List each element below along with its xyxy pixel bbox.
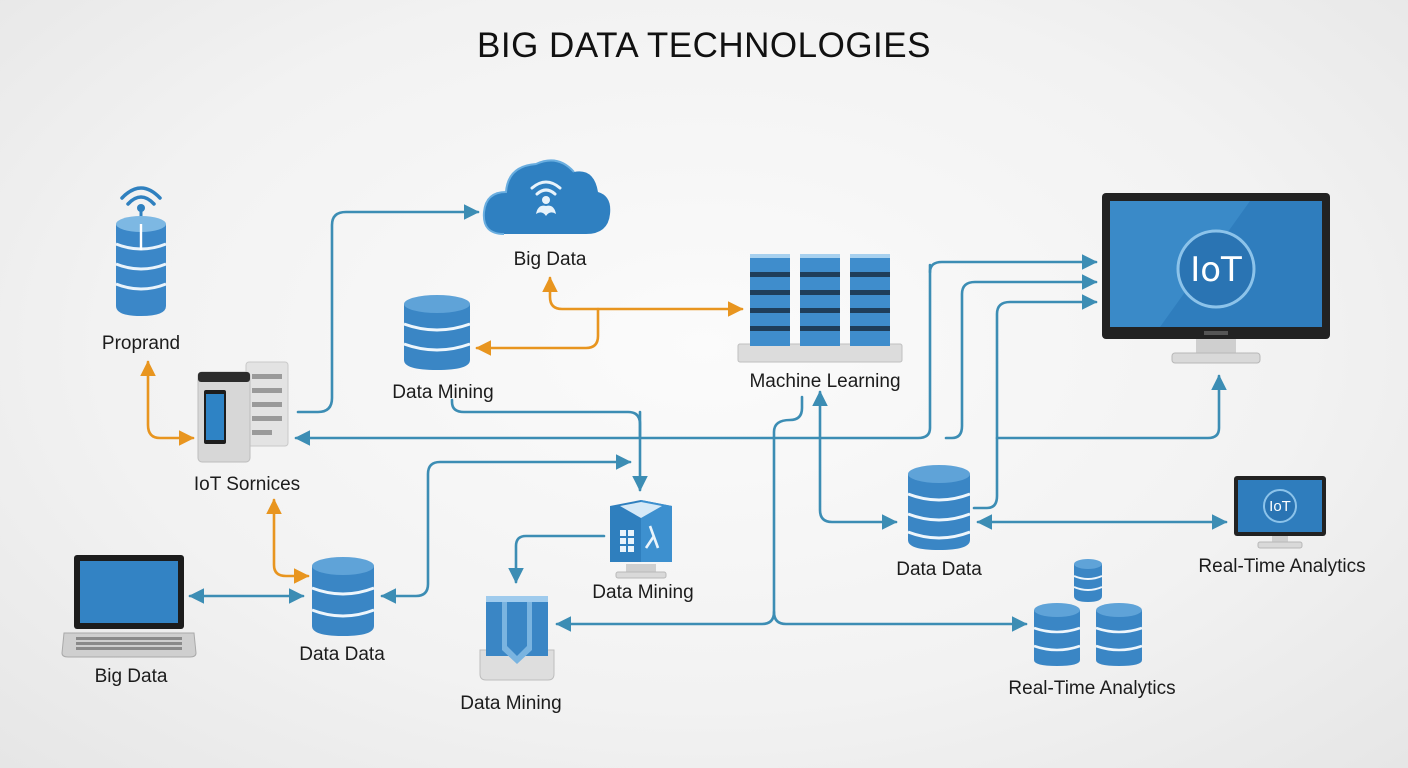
rta-monitor-badge: IoT <box>1269 498 1291 515</box>
connector-dm-top-down <box>450 398 642 440</box>
connector-iot-cloud <box>296 204 480 414</box>
database-cluster-icon <box>1033 559 1143 666</box>
database-icon <box>907 465 971 550</box>
iot-monitor-node: IoT <box>1100 191 1332 367</box>
data-mining-bottom-node <box>478 592 556 682</box>
proprand-node <box>104 180 184 320</box>
connector-trunk-monitor-1 <box>928 254 1098 274</box>
big-data-cloud-label: Big Data <box>513 249 587 270</box>
machine-learning-label: Machine Learning <box>749 371 901 392</box>
data-mining-bottom-label: Data Mining <box>460 693 562 714</box>
connector-proprand-iot <box>140 360 195 446</box>
monitor-icon <box>1102 193 1330 364</box>
iot-monitor-badge: IoT <box>1190 250 1242 290</box>
data-mining-top-node <box>402 294 472 372</box>
data-data-right-label: Data Data <box>896 559 982 580</box>
connector-datadata-dmcenter <box>380 454 632 604</box>
proprand-label: Proprand <box>101 333 181 354</box>
database-icon <box>403 295 471 370</box>
big-data-cloud-node <box>482 152 612 236</box>
connector-ml-bottom <box>555 395 804 632</box>
connector-iot-datadata <box>266 498 310 584</box>
connector-dm-center-bottom <box>508 534 606 584</box>
iot-services-node <box>196 360 292 464</box>
connector-bigdata-ml <box>542 276 744 317</box>
data-data-left-label: Data Data <box>299 644 385 665</box>
database-icon <box>311 557 375 636</box>
iot-services-label: IoT Sornices <box>193 474 301 495</box>
analytics-box-icon <box>610 500 672 579</box>
machine-learning-node <box>736 250 904 366</box>
data-mining-center-node <box>606 500 676 580</box>
server-device-icon <box>197 361 289 463</box>
rta-monitor-node: IoT <box>1232 474 1328 550</box>
real-time-analytics-bottom-node <box>1030 556 1146 668</box>
data-data-right-node <box>906 464 972 552</box>
connector-monitor-down <box>995 374 1227 440</box>
wifi-database-icon <box>115 186 167 316</box>
cloud-icon <box>482 159 611 235</box>
connector-ml-datadata <box>812 390 898 530</box>
connector-datadata-right-monitor <box>972 294 1098 510</box>
monitor-icon <box>1234 476 1326 549</box>
connector-monitor-2 <box>944 274 1098 440</box>
data-mining-top-label: Data Mining <box>392 382 494 403</box>
connector-trunk-iot <box>294 263 932 446</box>
data-data-left-node <box>310 556 376 638</box>
page-title: BIG DATA TECHNOLOGIES <box>477 26 931 65</box>
server-rack-icon <box>737 254 903 363</box>
real-time-analytics-top-label: Real-Time Analytics <box>1198 556 1366 577</box>
real-time-analytics-bottom-label: Real-Time Analytics <box>1008 678 1176 699</box>
storage-unit-icon <box>479 596 555 681</box>
data-mining-center-label: Data Mining <box>592 582 694 603</box>
connector-to-rta <box>772 610 1028 632</box>
big-data-laptop-node <box>60 553 198 661</box>
big-data-laptop-label: Big Data <box>94 666 168 687</box>
laptop-icon <box>61 555 197 658</box>
connector-to-datamining-top <box>475 307 600 356</box>
